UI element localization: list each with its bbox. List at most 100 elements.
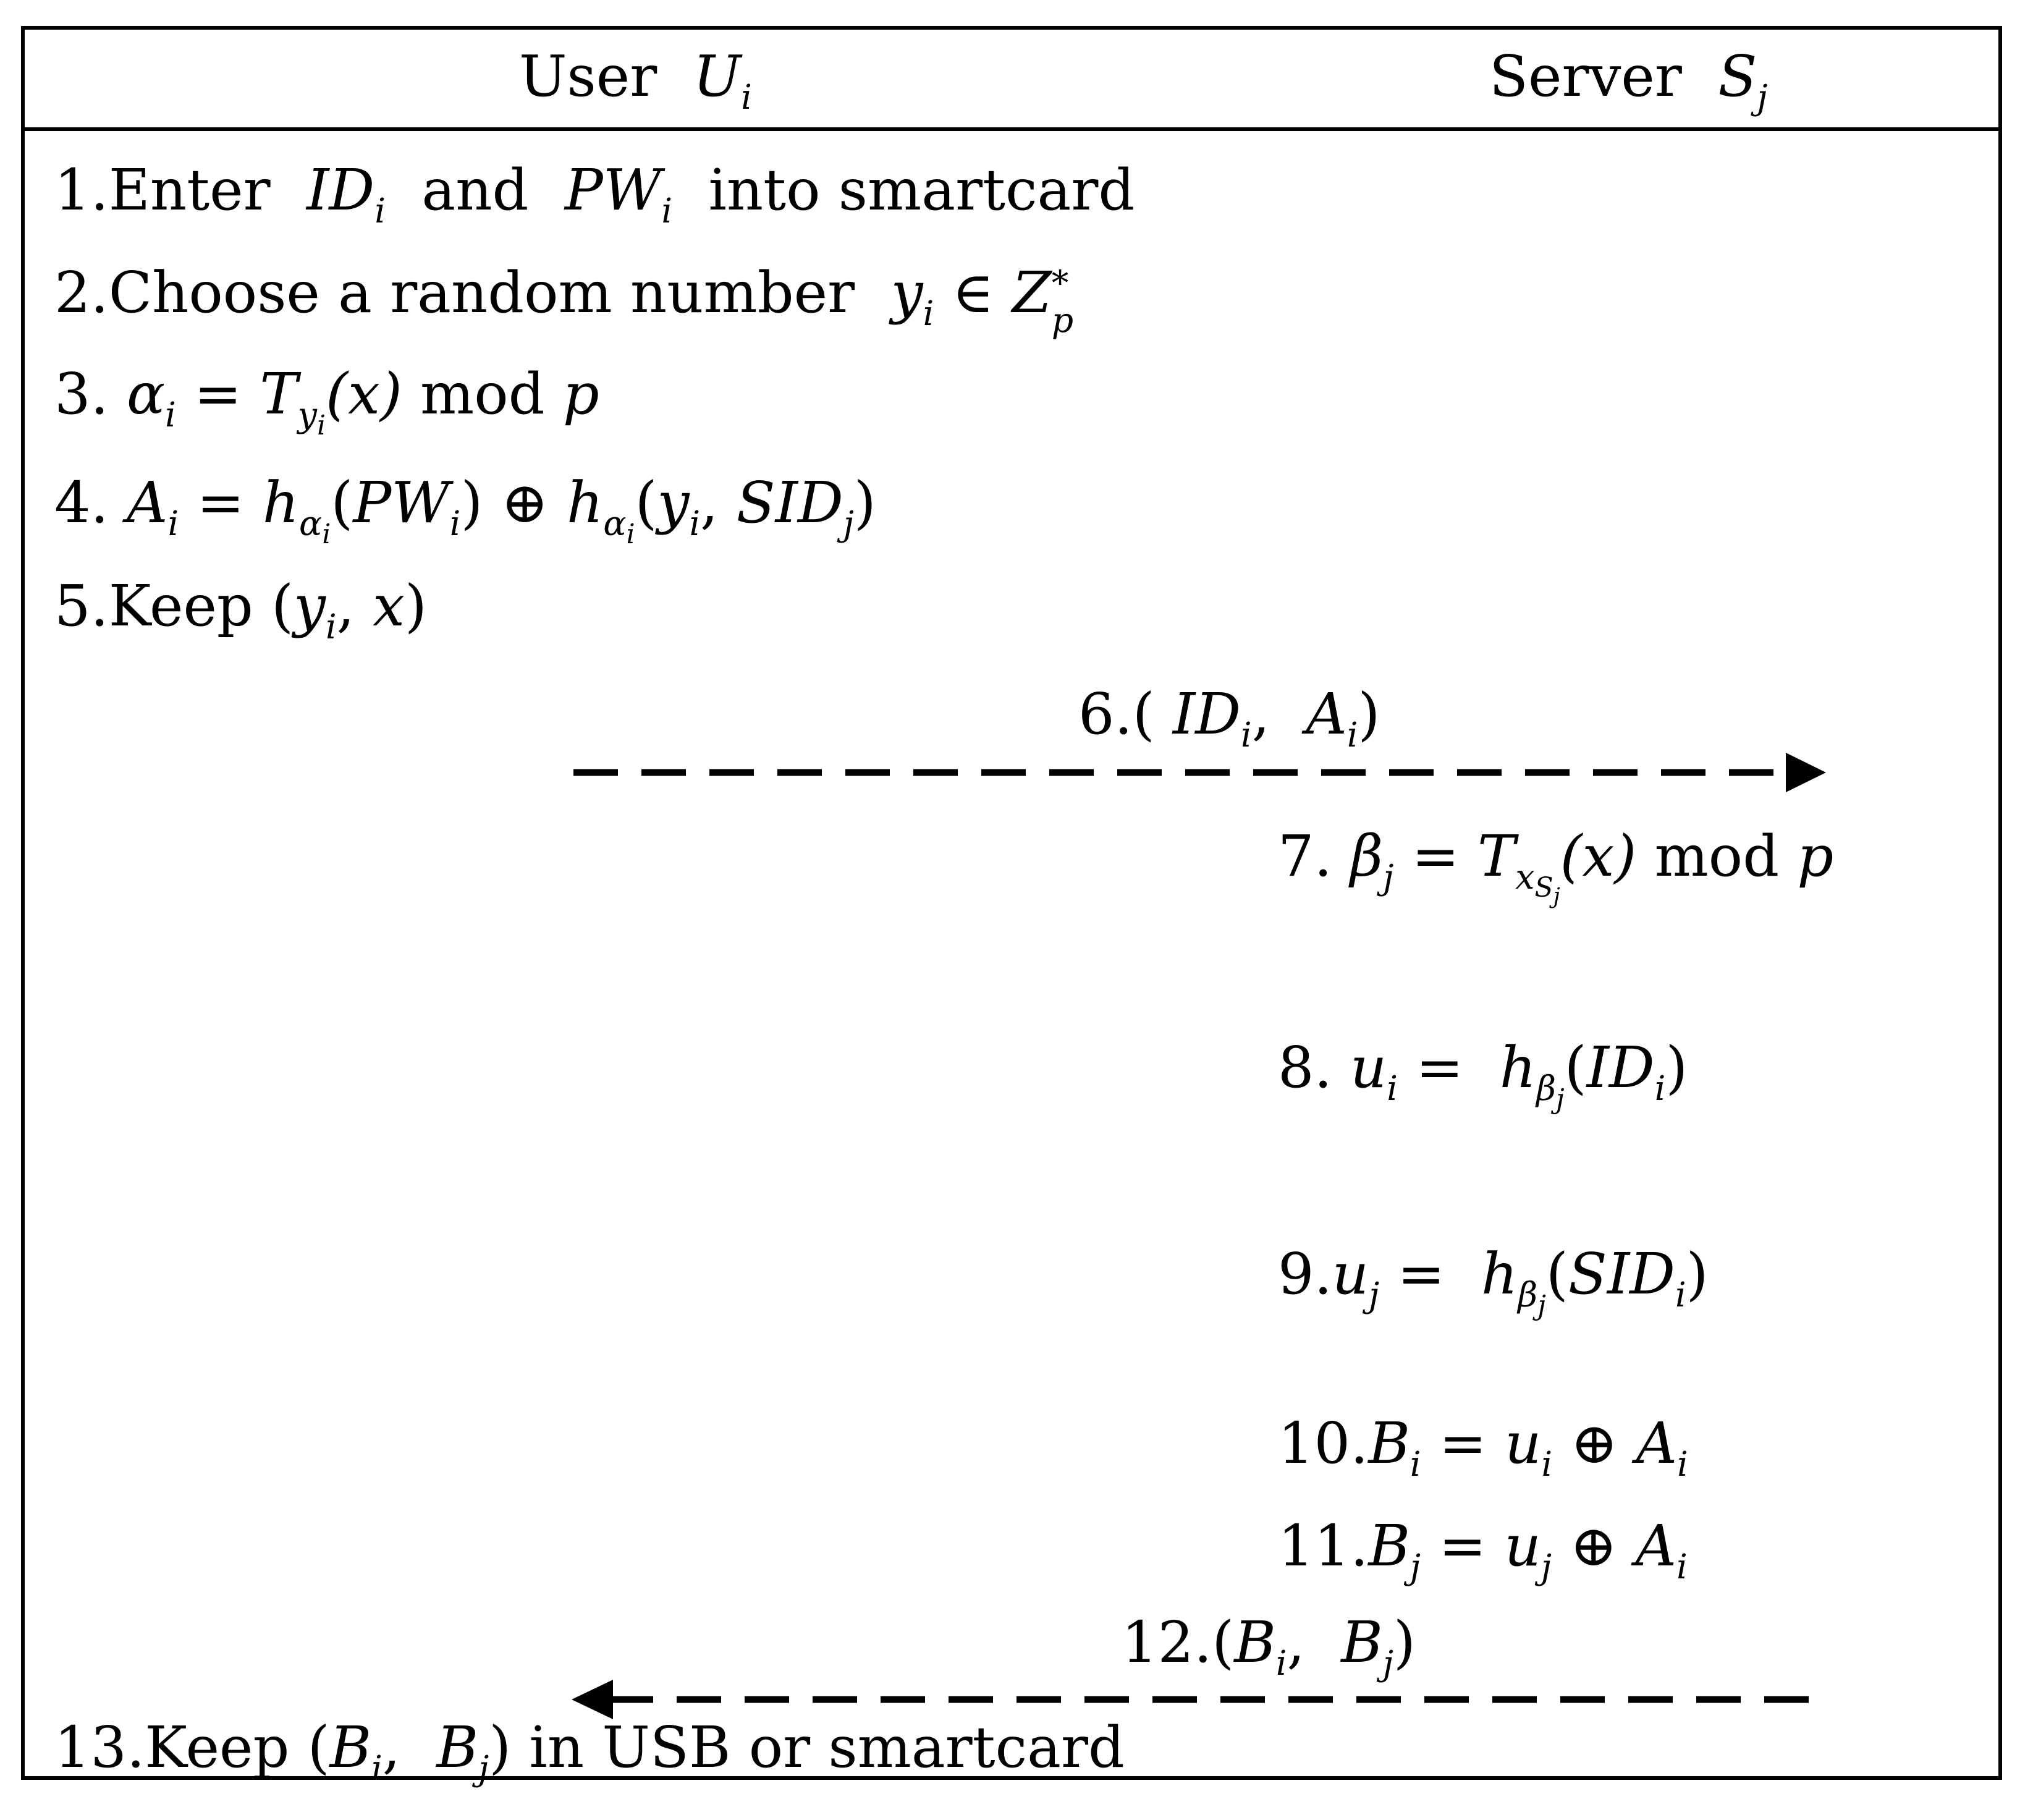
step-10-b-sub: i (1410, 1444, 1421, 1484)
step-1-pw: PW (564, 157, 662, 223)
step-5-paren-close: ) (405, 573, 427, 639)
step-5-paren-open: ( (271, 573, 294, 639)
step-11-b: B (1368, 1513, 1410, 1579)
step-10-equals: = (1439, 1410, 1487, 1476)
step-11-xor: ⊕ (1570, 1513, 1618, 1579)
step-4-equals: = (197, 470, 245, 536)
step-6-comma: , (1251, 681, 1270, 747)
step-13-paren-open: ( (307, 1714, 330, 1780)
step-4-h2-sub: α (603, 504, 627, 544)
step-10-u: u (1505, 1410, 1542, 1476)
step-4: 4. Ai = hαi(PWi) ⊕ hαi(yi, SIDj) (54, 475, 876, 548)
step-1-and: and (421, 157, 529, 223)
step-8-h-sub: β (1536, 1069, 1556, 1109)
step-6-a-sub: i (1346, 715, 1358, 755)
step-11-a: A (1635, 1513, 1677, 1579)
step-13-paren-close: ) (489, 1714, 512, 1780)
step-3-alpha: α (127, 361, 166, 427)
step-10-label: 10. (1278, 1410, 1369, 1476)
step-7-p: p (1797, 823, 1834, 889)
step-8: 8. ui = hβj(IDi) (1278, 1039, 1688, 1113)
step-11-equals: = (1439, 1513, 1487, 1579)
step-4-a: A (127, 470, 168, 536)
step-8-h-subsub: j (1555, 1083, 1565, 1115)
step-12-comma: , (1287, 1609, 1305, 1675)
step-13-b1: B (329, 1714, 372, 1780)
server-column-header: Server Sj (1489, 48, 1768, 115)
step-4-pw: PW (353, 470, 450, 536)
step-1: 1.Enter IDi and PWi into smartcard (54, 162, 1135, 229)
step-4-h1-sub: α (299, 504, 323, 544)
step-4-paren-open-1: ( (331, 470, 353, 536)
step-10-a-sub: i (1677, 1444, 1688, 1484)
step-7-t-subsubsub: j (1553, 883, 1560, 909)
step-9-paren-close: ) (1686, 1241, 1709, 1307)
header-divider (21, 127, 2002, 131)
step-4-paren-open-2: ( (635, 470, 657, 536)
user-symbol-sub: i (741, 77, 752, 117)
step-7-beta-sub: j (1383, 857, 1394, 897)
step-9-h-sub: β (1518, 1275, 1538, 1315)
step-7-t: T (1477, 823, 1516, 889)
step-13-b1-sub: i (371, 1748, 383, 1788)
step-9-h: h (1481, 1241, 1518, 1307)
step-4-a-sub: i (167, 504, 179, 544)
step-2: 2.Choose a random number yi ∈ Z*p (54, 260, 1074, 341)
step-5-y: y (293, 573, 326, 639)
step-10: 10.Bi = ui ⊕ Ai (1278, 1415, 1688, 1482)
step-13-b2: B (436, 1714, 479, 1780)
step-9-sid: SID (1568, 1241, 1675, 1307)
step-8-equals: = (1416, 1035, 1464, 1101)
step-9-sid-sub: i (1675, 1275, 1686, 1315)
step-12-b2-sub: j (1382, 1643, 1393, 1683)
step-13-b2-sub: j (478, 1748, 489, 1788)
step-8-u: u (1350, 1035, 1387, 1101)
step-5-x: x (373, 573, 405, 639)
step-1-tail: into smartcard (708, 157, 1135, 223)
step-12-paren-close: ) (1393, 1609, 1416, 1675)
step-3-arg: (x) (326, 361, 402, 427)
step-10-xor: ⊕ (1570, 1410, 1618, 1476)
step-2-z: Z (1012, 260, 1052, 326)
step-4-label: 4. (54, 470, 109, 536)
step-2-y-sub: i (923, 294, 934, 334)
step-6-id: ID (1172, 681, 1241, 747)
step-6-paren-close: ) (1358, 681, 1380, 747)
step-5-label: 5.Keep (54, 573, 253, 639)
step-3-label: 3. (54, 361, 109, 427)
step-7: 7. βj = TxSj(x) mod p (1278, 828, 1833, 907)
step-9: 9.uj = hβj(SIDi) (1278, 1246, 1709, 1319)
step-7-t-sub: x (1515, 857, 1535, 897)
step-10-u-sub: i (1541, 1444, 1553, 1484)
step-10-b: B (1368, 1410, 1410, 1476)
step-13: 13.Keep (Bi, Bj) in USB or smartcard (54, 1719, 1125, 1786)
step-1-label: 1.Enter (54, 157, 271, 223)
step-4-h1: h (262, 470, 299, 536)
step-3-p: p (562, 361, 599, 427)
step-12-label: 12.( (1122, 1609, 1235, 1675)
step-11-u-sub: j (1541, 1547, 1552, 1587)
step-12-b1-sub: i (1275, 1643, 1287, 1683)
step-4-pw-sub: i (449, 504, 461, 544)
step-3-t: T (260, 361, 298, 427)
step-4-paren-close-2: ) (853, 470, 876, 536)
step-4-comma: , (700, 470, 719, 536)
step-6-a: A (1306, 681, 1347, 747)
step-4-y-sub: i (689, 504, 701, 544)
step-7-label: 7. (1278, 823, 1332, 889)
step-4-y: y (657, 470, 690, 536)
step-8-label: 8. (1278, 1035, 1332, 1101)
step-11-label: 11. (1278, 1513, 1369, 1579)
server-header-word: Server (1489, 43, 1682, 109)
step-4-sid: SID (736, 470, 843, 536)
step-8-h: h (1499, 1035, 1537, 1101)
step-11-a-sub: i (1676, 1547, 1688, 1587)
step-1-id-sub: i (374, 191, 386, 231)
step-2-label: 2.Choose a random number (54, 260, 855, 326)
step-10-a: A (1636, 1410, 1678, 1476)
step-11-u: u (1504, 1513, 1541, 1579)
step-1-pw-sub: i (661, 191, 672, 231)
step-7-equals: = (1411, 823, 1460, 889)
step-7-t-subsub: S (1534, 872, 1553, 904)
step-3-mod: mod (420, 361, 545, 427)
